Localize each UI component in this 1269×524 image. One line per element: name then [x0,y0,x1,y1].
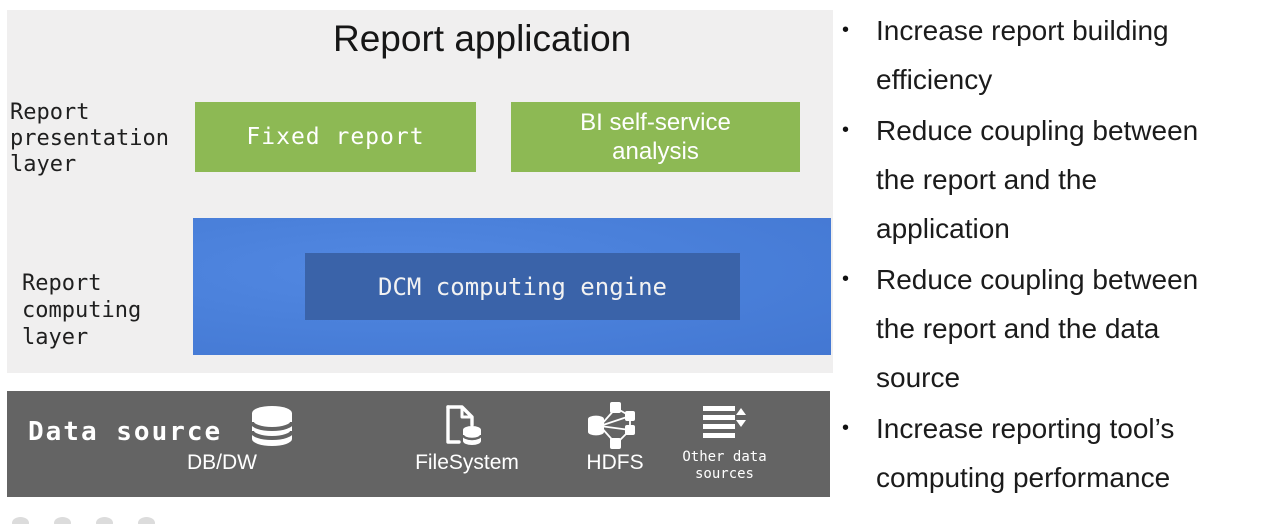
hdfs-label: HDFS [586,451,644,474]
list-item: • Increase reporting tool’s computing pe… [842,404,1266,502]
page-title: Report application [333,18,632,59]
database-icon [250,405,294,447]
data-source-label: Data source [28,417,223,447]
cutoff-circle-decoration [138,517,155,524]
benefit-text: Reduce coupling between the report and t… [876,264,1199,393]
bi-self-service-box: BI self-service analysis [511,102,800,172]
benefit-text: Increase report building efficiency [876,15,1169,95]
cutoff-circle-decoration [54,517,71,524]
list-item: • Increase report building efficiency [842,6,1266,104]
list-item: • Reduce coupling between the report and… [842,255,1266,402]
computing-layer-band: DCM computing engine [193,218,831,355]
bullet-icon: • [842,268,850,290]
cutoff-circle-decoration [12,517,29,524]
db-dw-label: DB/DW [187,451,257,474]
benefit-text: Increase reporting tool’s computing perf… [876,413,1175,493]
bullet-icon: • [842,417,850,439]
fixed-report-box: Fixed report [195,102,476,172]
dcm-engine-box: DCM computing engine [305,253,740,320]
dcm-engine-label: DCM computing engine [378,272,667,301]
bullet-icon: • [842,119,850,141]
bullet-icon: • [842,19,850,41]
list-sort-icon [701,405,747,443]
other-data-sources-label: Other data sources [682,449,767,482]
bi-self-service-label: BI self-service analysis [580,109,731,165]
benefits-list: • Increase report building efficiency • … [842,6,1266,504]
cutoff-circle-decoration [96,517,113,524]
file-database-icon [438,403,484,449]
fixed-report-label: Fixed report [246,124,425,150]
distributed-storage-icon [586,400,638,452]
list-item: • Reduce coupling between the report and… [842,106,1266,253]
presentation-layer-label: Report presentation layer [10,100,169,177]
data-source-bar: Data source DB/DW FileSystem [7,391,830,497]
filesystem-label: FileSystem [415,451,519,474]
computing-layer-label: Report computing layer [22,271,142,350]
benefit-text: Reduce coupling between the report and t… [876,115,1199,244]
